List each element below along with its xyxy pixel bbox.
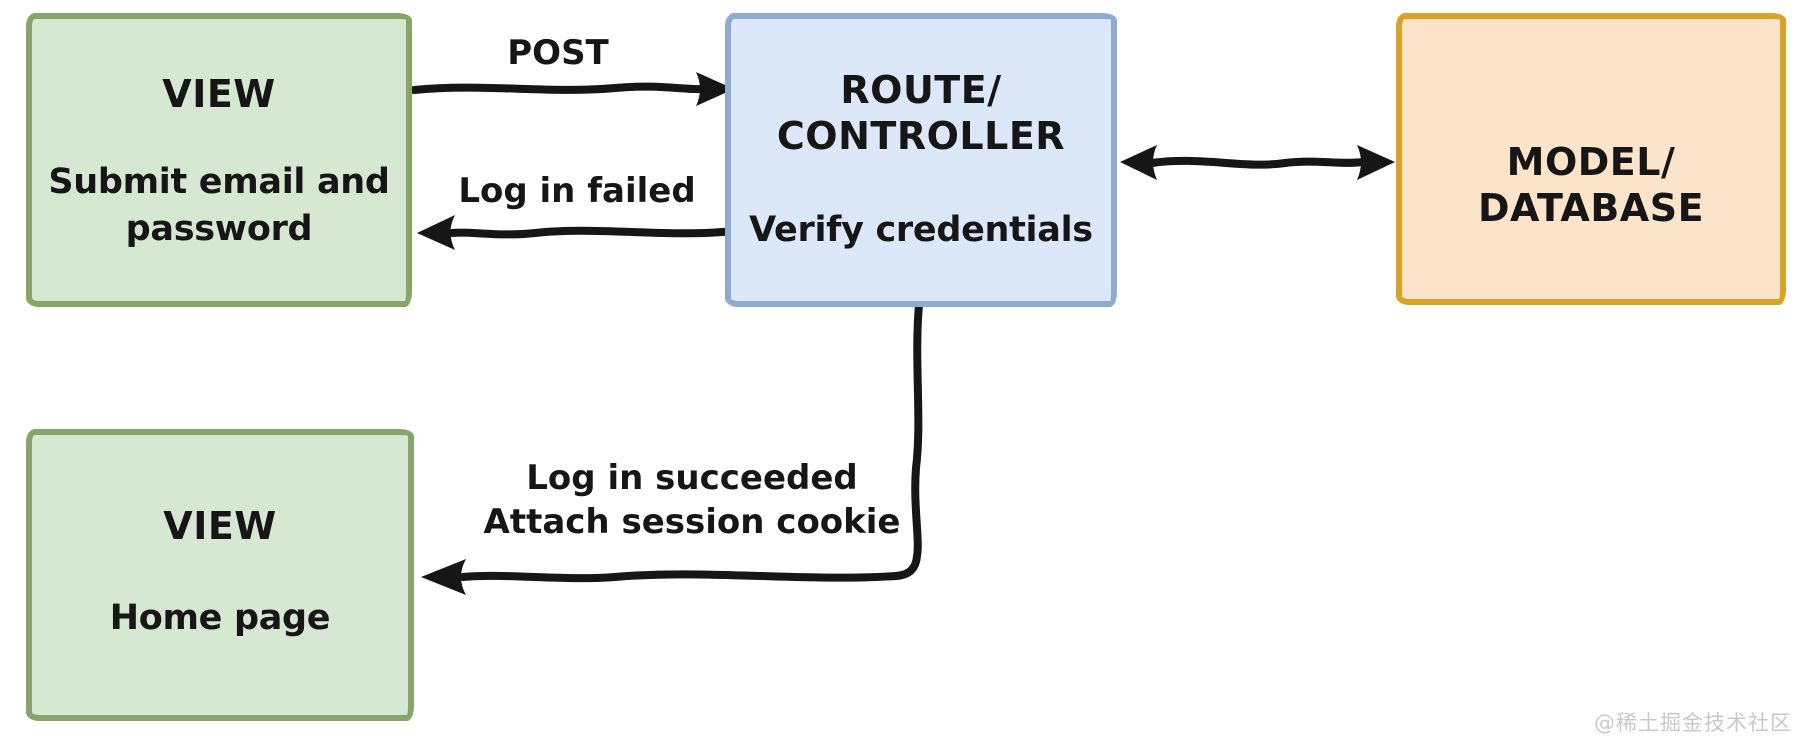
node-view-home-title: VIEW <box>163 504 277 548</box>
node-model-database-title-line1: MODEL/ <box>1506 140 1676 184</box>
edge-label-login-succeeded: Log in succeeded Attach session cookie <box>484 456 901 544</box>
login-succeeded-arrowhead-icon <box>421 559 466 595</box>
edge-label-login-succeeded-line1: Log in succeeded <box>526 458 858 498</box>
node-view-login-body: Submit email and password <box>48 159 390 253</box>
node-view-login: VIEW Submit email and password <box>26 13 412 307</box>
edge-label-login-failed: Log in failed <box>458 171 696 211</box>
node-view-home-body: Home page <box>109 598 331 638</box>
post-arrow-line <box>410 82 705 94</box>
node-view-login-body-line2: password <box>125 209 313 249</box>
node-model-database-title-line2: DATABASE <box>1477 186 1705 230</box>
controller-model-left-arrowhead-icon <box>1120 145 1157 180</box>
node-route-controller: ROUTE/ CONTROLLER Verify credentials <box>725 13 1117 307</box>
node-route-controller-title-line2: CONTROLLER <box>776 114 1066 158</box>
node-route-controller-title: ROUTE/ CONTROLLER <box>777 67 1065 159</box>
controller-model-arrow-line <box>1148 156 1367 169</box>
controller-model-right-arrowhead-icon <box>1357 145 1395 180</box>
node-view-login-body-line1: Submit email and <box>48 162 390 202</box>
node-route-controller-title-line1: ROUTE/ <box>840 68 1002 112</box>
node-view-login-title: VIEW <box>162 72 276 116</box>
login-failed-arrowhead-icon <box>417 215 455 250</box>
node-model-database: MODEL/ DATABASE <box>1396 13 1786 305</box>
node-view-home: VIEW Home page <box>26 429 414 721</box>
edge-label-login-succeeded-line2: Attach session cookie <box>483 502 901 542</box>
watermark: @稀土掘金技术社区 <box>1594 711 1792 735</box>
edge-label-post: POST <box>507 33 609 73</box>
login-failed-arrow-line <box>448 226 737 239</box>
node-model-database-title: MODEL/ DATABASE <box>1478 139 1704 231</box>
node-route-controller-body: Verify credentials <box>749 210 1093 250</box>
